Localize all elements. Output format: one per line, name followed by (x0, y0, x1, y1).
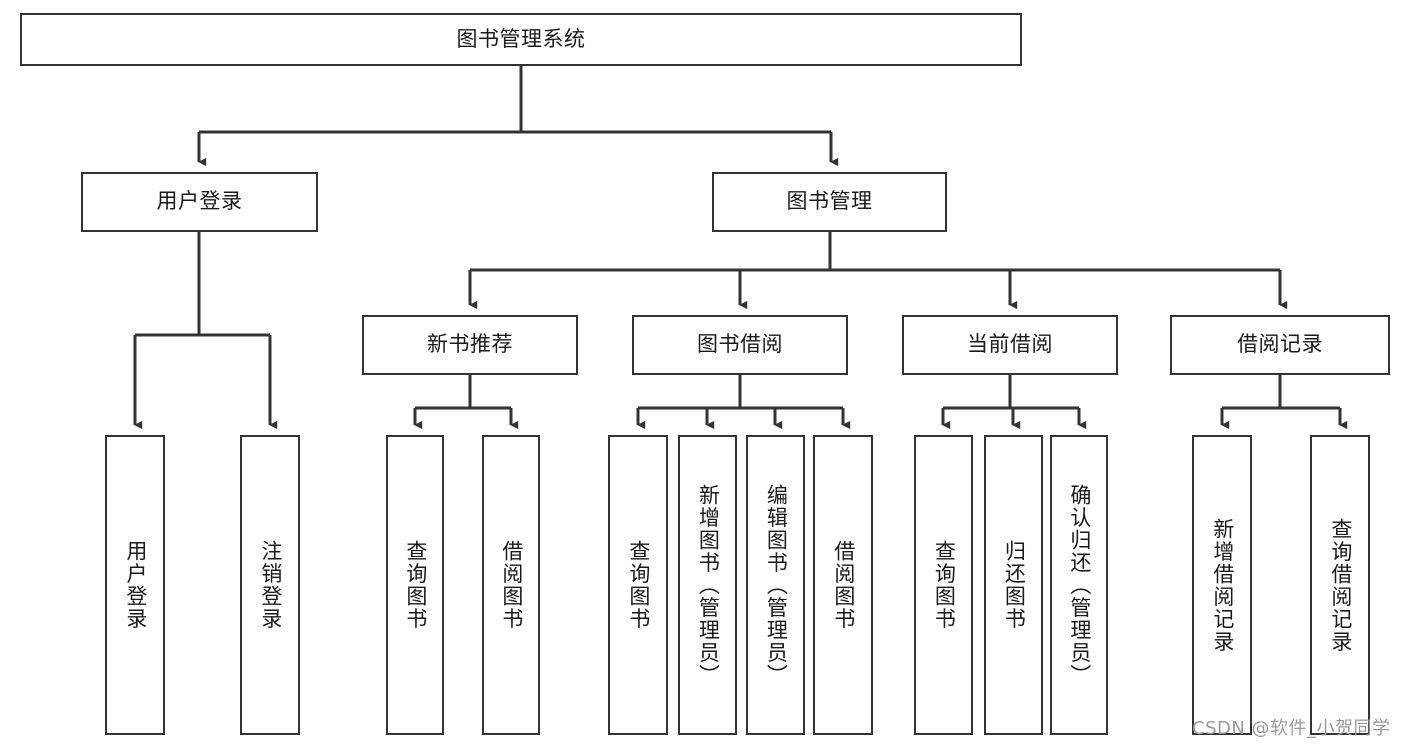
node-leaf-logout[interactable]: 注销登录 (240, 435, 300, 735)
watermark: CSDN @软件_小贺同学 (1192, 718, 1391, 739)
node-current-borrow[interactable]: 当前借阅 (902, 315, 1118, 375)
node-user-login-label: 用户登录 (156, 189, 243, 214)
node-root-label: 图书管理系统 (456, 26, 586, 51)
node-leaf-edit-book[interactable]: 编辑图书（管理员） (746, 435, 805, 735)
node-leaf-edit-book-label: 编辑图书（管理员） (764, 483, 789, 687)
node-leaf-confirm-return-label: 确认归还（管理员） (1067, 483, 1092, 687)
node-leaf-return-book-label: 归还图书 (1002, 540, 1027, 630)
node-leaf-logout-label: 注销登录 (258, 540, 283, 630)
node-leaf-borrow-book-br-label: 借阅图书 (831, 540, 856, 630)
node-borrow-record[interactable]: 借阅记录 (1170, 315, 1390, 375)
node-new-book-recommend-label: 新书推荐 (427, 332, 513, 357)
node-leaf-query-book-rec[interactable]: 查询图书 (386, 435, 444, 735)
node-leaf-borrow-book-br[interactable]: 借阅图书 (813, 435, 873, 735)
node-leaf-return-book[interactable]: 归还图书 (984, 435, 1043, 735)
node-leaf-add-book-label: 新增图书（管理员） (696, 483, 721, 687)
node-book-borrow[interactable]: 图书借阅 (632, 315, 848, 375)
node-leaf-add-record-label: 新增借阅记录 (1210, 517, 1235, 653)
node-leaf-borrow-book-rec[interactable]: 借阅图书 (482, 435, 540, 735)
node-leaf-borrow-book-rec-label: 借阅图书 (499, 540, 524, 630)
node-leaf-user-login[interactable]: 用户登录 (105, 435, 165, 735)
node-root[interactable]: 图书管理系统 (20, 13, 1022, 66)
node-leaf-add-record[interactable]: 新增借阅记录 (1192, 435, 1252, 735)
node-book-borrow-label: 图书借阅 (697, 332, 783, 357)
node-leaf-query-book-br-label: 查询图书 (626, 540, 651, 630)
node-leaf-query-record[interactable]: 查询借阅记录 (1310, 435, 1370, 735)
node-leaf-confirm-return[interactable]: 确认归还（管理员） (1050, 435, 1108, 735)
node-leaf-query-book-rec-label: 查询图书 (403, 540, 428, 630)
node-current-borrow-label: 当前借阅 (967, 332, 1053, 357)
node-new-book-recommend[interactable]: 新书推荐 (362, 315, 578, 375)
node-leaf-query-book-cb[interactable]: 查询图书 (914, 435, 973, 735)
node-leaf-query-book-cb-label: 查询图书 (932, 540, 957, 630)
node-leaf-query-record-label: 查询借阅记录 (1328, 517, 1353, 653)
node-book-management[interactable]: 图书管理 (712, 172, 947, 232)
node-leaf-add-book[interactable]: 新增图书（管理员） (678, 435, 737, 735)
node-book-management-label: 图书管理 (786, 189, 873, 214)
node-user-login[interactable]: 用户登录 (81, 172, 318, 232)
node-leaf-user-login-label: 用户登录 (123, 540, 148, 630)
node-borrow-record-label: 借阅记录 (1237, 332, 1323, 357)
node-leaf-query-book-br[interactable]: 查询图书 (608, 435, 668, 735)
